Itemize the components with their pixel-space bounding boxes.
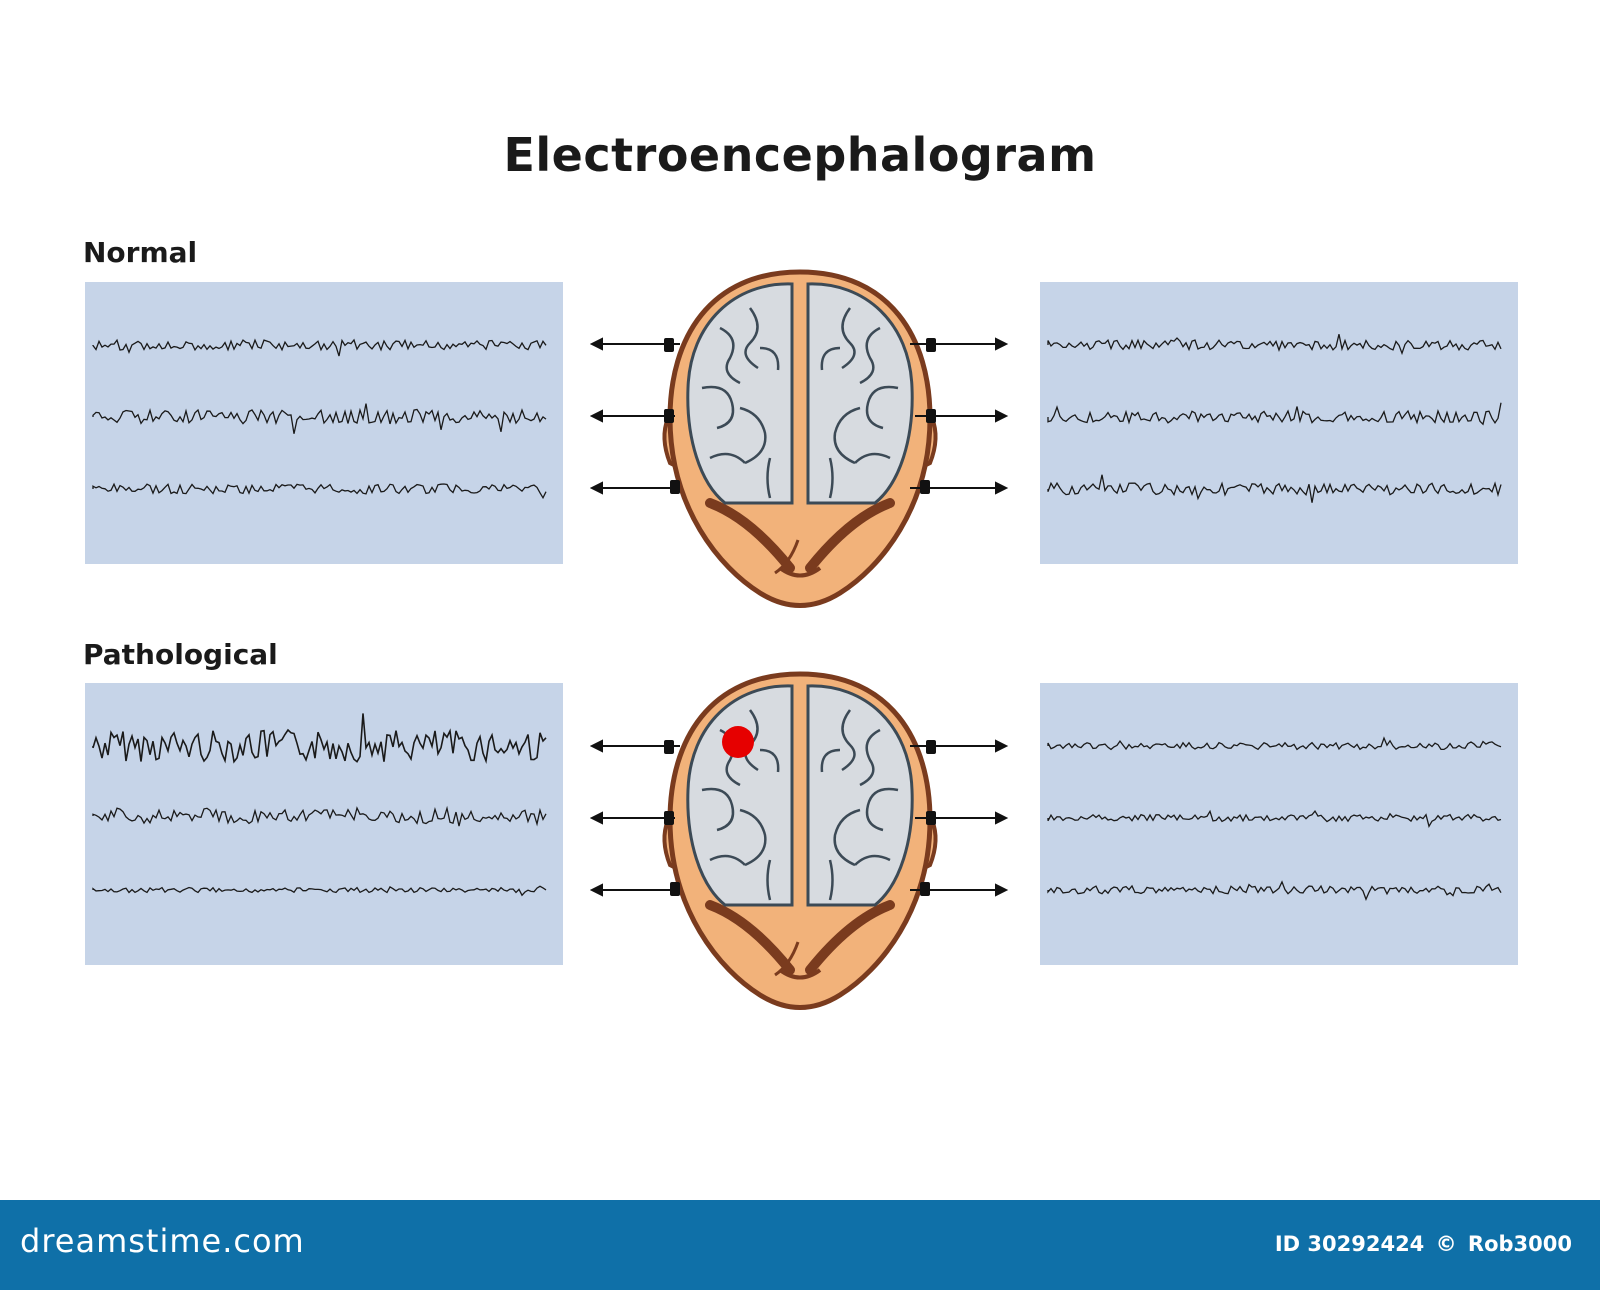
page-title: Electroencephalogram [503, 128, 1097, 182]
eeg-panel-normal-left [85, 282, 563, 564]
eeg-trace [92, 482, 547, 500]
lesion-marker [722, 726, 754, 758]
eeg-panel-pathological-left [85, 683, 563, 965]
eeg-traces [1047, 334, 1502, 503]
eeg-trace [1047, 474, 1502, 503]
brand-logo[interactable]: dreamstime.com [20, 1222, 305, 1260]
eeg-trace [1047, 334, 1502, 356]
copyright-icon: © [1435, 1232, 1457, 1256]
eeg-trace [1047, 880, 1502, 901]
head-icon [662, 671, 938, 1010]
eeg-trace [92, 805, 547, 827]
image-credit: ID 30292424 © Rob3000 [1271, 1232, 1572, 1256]
eeg-trace [1047, 736, 1502, 751]
electrode-arrows-pathological [590, 739, 1009, 897]
eeg-trace [1047, 809, 1502, 828]
eeg-trace [92, 338, 547, 357]
brain-icon [686, 684, 914, 907]
eeg-trace [92, 885, 547, 897]
eeg-panel-pathological-right [1040, 683, 1518, 965]
electrode-arrows-normal [590, 337, 1009, 495]
author-name[interactable]: Rob3000 [1467, 1232, 1572, 1256]
brain-icon [686, 282, 914, 505]
eeg-trace [92, 403, 547, 434]
head-icon [662, 269, 938, 608]
head-illustration-pathological [640, 670, 960, 1030]
eeg-traces [92, 713, 547, 897]
eeg-traces [1047, 736, 1502, 901]
section-label-normal: Normal [83, 236, 198, 269]
eeg-traces [92, 338, 547, 500]
head-illustration-normal [640, 268, 960, 628]
eeg-trace [1047, 402, 1502, 426]
section-label-pathological: Pathological [83, 638, 278, 671]
image-id: ID 30292424 [1274, 1232, 1425, 1256]
eeg-panel-normal-right [1040, 282, 1518, 564]
eeg-trace [92, 713, 547, 764]
footer-bar: dreamstime.com ID 30292424 © Rob3000 [0, 1200, 1600, 1290]
